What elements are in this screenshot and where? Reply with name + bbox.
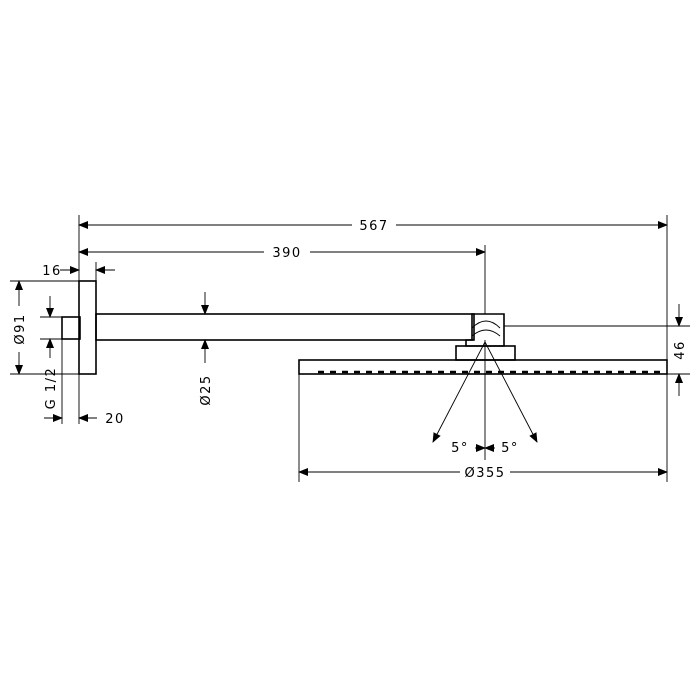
wall-flange [78, 280, 97, 375]
shower-arm [95, 313, 475, 341]
head-height-label: 46 [673, 340, 688, 360]
dim-arm-diameter: Ø25 [199, 292, 214, 406]
joint-curve [471, 320, 501, 337]
head-diameter-label: Ø355 [464, 466, 505, 481]
extension-lines [10, 215, 690, 482]
flange-thickness-label: 16 [42, 264, 62, 279]
dim-thread: G 1/2 [44, 296, 59, 409]
thread-connector [61, 316, 81, 340]
dim-head-diameter: Ø355 [298, 466, 668, 481]
shower-assembly [61, 280, 668, 375]
dim-flange-diameter: Ø91 [13, 280, 28, 375]
dim-thread-length: 20 [44, 412, 125, 427]
thread-length-label: 20 [105, 412, 125, 427]
dim-overall-length: 567 [78, 219, 668, 234]
tilt-left-label: 5° [451, 441, 469, 456]
overall-length-label: 567 [359, 219, 388, 234]
dim-flange-thickness: 16 [42, 264, 115, 279]
dim-arm-length: 390 [78, 246, 486, 261]
flange-diameter-label: Ø91 [13, 313, 28, 344]
tilt-right-label: 5° [501, 441, 519, 456]
head-connector [455, 345, 516, 361]
thread-label: G 1/2 [44, 367, 59, 410]
dim-head-height: 46 [673, 304, 688, 396]
arm-length-label: 390 [272, 246, 301, 261]
tilt-angle-indicator: 5° 5° [432, 341, 538, 456]
arm-diameter-label: Ø25 [199, 374, 214, 405]
